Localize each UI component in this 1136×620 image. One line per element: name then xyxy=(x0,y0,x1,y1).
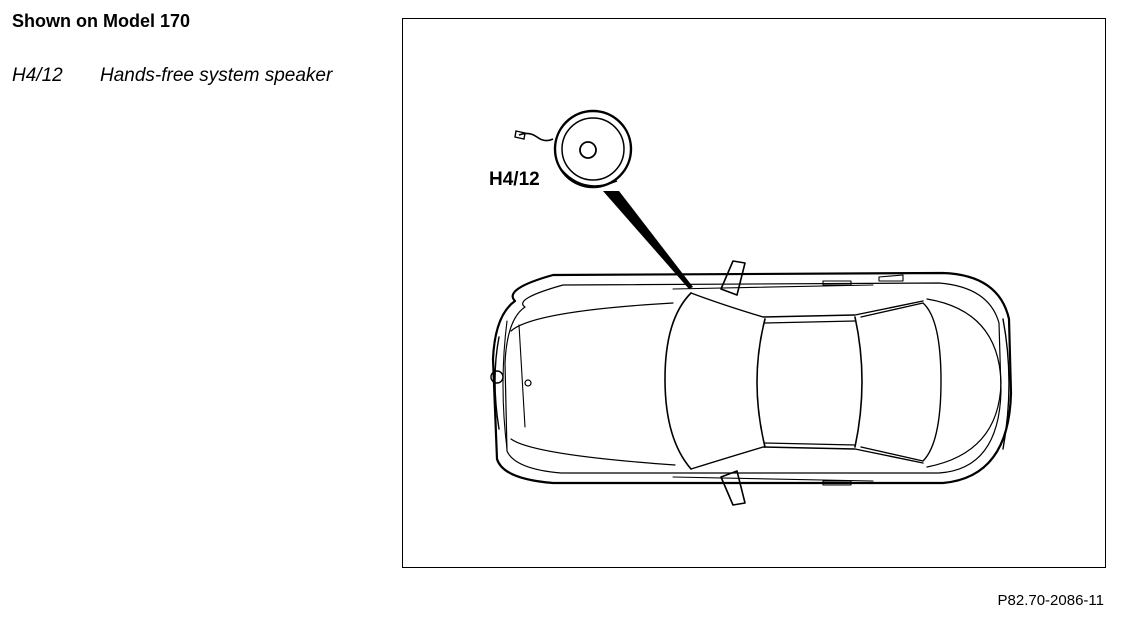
windshield xyxy=(664,292,692,470)
hood-crease-lower xyxy=(510,438,676,466)
roof-front-edge xyxy=(756,318,766,448)
legend-description: Hands-free system speaker xyxy=(100,65,333,86)
speaker-connector xyxy=(514,130,526,140)
door-handle-lower xyxy=(822,480,852,486)
front-bumper xyxy=(494,336,500,430)
roof-rear-edge xyxy=(854,316,863,448)
car-body-inner-line xyxy=(504,282,1002,474)
windshield-bottom-edge xyxy=(690,446,924,470)
fuel-door xyxy=(878,274,904,282)
hood-ornament xyxy=(524,379,532,387)
figure-reference: P82.70-2086-11 xyxy=(997,592,1104,609)
trunk-lid xyxy=(926,298,1002,468)
speaker-component xyxy=(514,109,633,189)
speaker-rim-shadow xyxy=(560,168,618,187)
side-mirror-upper xyxy=(720,260,746,296)
hood-crease-upper xyxy=(510,302,674,332)
door-line-upper xyxy=(672,284,874,290)
car-body-outline xyxy=(491,271,1013,485)
speaker-outer-ring xyxy=(553,109,633,189)
door-handle-upper xyxy=(822,280,852,286)
car-speaker-diagram: H4/12 xyxy=(489,109,1013,506)
car-top-view xyxy=(490,260,1013,506)
legend-code: H4/12 xyxy=(12,65,63,86)
rear-bumper xyxy=(1002,318,1010,450)
diagram-frame: H4/12 xyxy=(402,18,1106,568)
rear-window xyxy=(860,302,942,462)
hood-front-edge xyxy=(502,320,508,450)
door-line-lower xyxy=(672,476,874,482)
speaker-center-cap xyxy=(579,141,597,159)
roof-side-lower xyxy=(764,442,856,446)
page-heading: Shown on Model 170 xyxy=(12,11,191,31)
speaker-inner-ring xyxy=(561,117,625,181)
callout-leader xyxy=(603,191,693,289)
hood-side-upper xyxy=(518,324,526,428)
side-mirror-lower xyxy=(720,470,746,506)
callout-label: H4/12 xyxy=(489,169,540,190)
windshield-top-edge xyxy=(690,292,924,318)
roof-side-upper xyxy=(764,320,856,324)
